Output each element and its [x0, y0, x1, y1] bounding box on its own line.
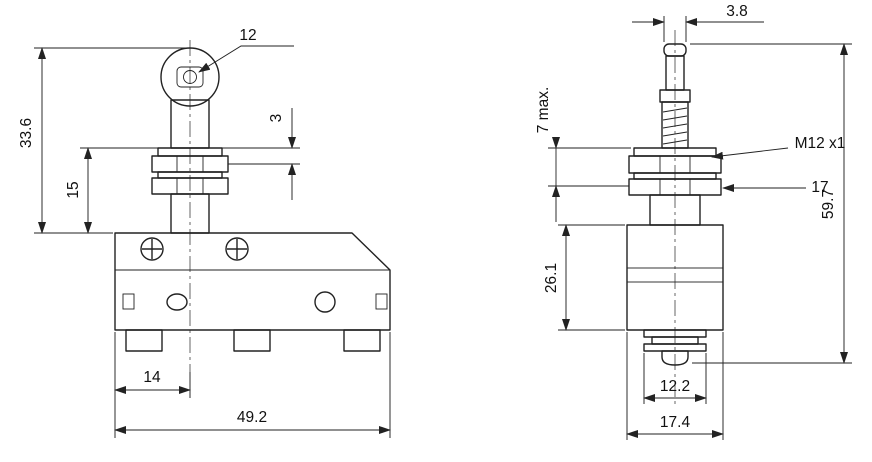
- roller-pin: [183, 70, 197, 84]
- dim-shaft-exposed: 15: [65, 147, 158, 234]
- phillips-cross-icon: [227, 239, 247, 259]
- dim-plunger-tip-width: 3.8: [632, 3, 764, 42]
- dim-label-nut-across-flats: 17: [811, 179, 828, 196]
- side-notch-right: [375, 293, 388, 310]
- dim-label-boot-width: 12.2: [660, 378, 690, 395]
- mounting-tab-left: [125, 329, 163, 352]
- dim-label-body-depth: 17.4: [660, 414, 691, 431]
- dim-label-roller-pin: 12: [239, 27, 256, 44]
- screw-head: [140, 237, 164, 261]
- mounting-tab-center: [233, 329, 271, 352]
- dim-overall-height: 59.7: [690, 43, 852, 364]
- dim-label-body-width: 49.2: [237, 409, 267, 426]
- body-outline: [114, 232, 391, 331]
- dim-travel: 7 max.: [535, 87, 631, 222]
- boot-tip: [661, 350, 689, 366]
- screw-head: [225, 237, 249, 261]
- dim-label-body-height: 26.1: [543, 263, 560, 293]
- screw-right: [225, 237, 249, 261]
- side-view: 3.8 7 max. M12 x1 17 59.7: [535, 3, 852, 440]
- switch-body-front: [114, 232, 391, 352]
- dim-body-height: 26.1: [543, 224, 625, 331]
- thread-hatch-lines: [662, 107, 688, 145]
- roller-wheel: [160, 47, 220, 107]
- mounting-tab-right: [343, 329, 381, 352]
- dim-washer-thickness: 3: [222, 108, 300, 200]
- dim-label-overall-height: 59.7: [820, 189, 837, 219]
- dim-label-shaft-exposed: 15: [65, 181, 82, 198]
- side-nut-stack: [628, 147, 722, 226]
- slot-hole: [166, 293, 188, 311]
- dim-nut-across-flats: 17: [722, 179, 829, 196]
- dim-label-washer-thickness: 3: [268, 114, 285, 123]
- phillips-cross-icon: [142, 239, 162, 259]
- side-notch-left: [122, 293, 135, 310]
- dim-label-travel: 7 max.: [535, 87, 552, 134]
- leader-line: [198, 45, 294, 73]
- dim-hole-to-edge: 14: [114, 332, 191, 438]
- dim-boot-width: 12.2: [643, 353, 707, 404]
- dim-label-plunger-tip-width: 3.8: [726, 3, 748, 20]
- leader-line: [711, 147, 789, 160]
- front-nut-stack: [151, 147, 229, 234]
- roller: [160, 47, 220, 107]
- dim-label-hole-to-edge: 14: [143, 369, 161, 386]
- dim-body-depth: 17.4: [626, 332, 724, 440]
- dim-roller-pin: 12: [198, 27, 294, 73]
- body-band: [626, 267, 724, 283]
- round-hole: [314, 291, 336, 313]
- dim-thread: M12 x1: [711, 135, 846, 160]
- dim-label-upper-height: 33.6: [18, 118, 35, 148]
- screw-left: [140, 237, 164, 261]
- dim-body-width: 49.2: [114, 332, 391, 438]
- roller-pin-housing: [176, 66, 204, 88]
- front-view: 12 33.6 15 3 14: [18, 27, 391, 438]
- dim-upper-height: 33.6: [18, 47, 186, 234]
- dim-label-thread: M12 x1: [795, 135, 846, 152]
- bottom-boot: [643, 329, 707, 366]
